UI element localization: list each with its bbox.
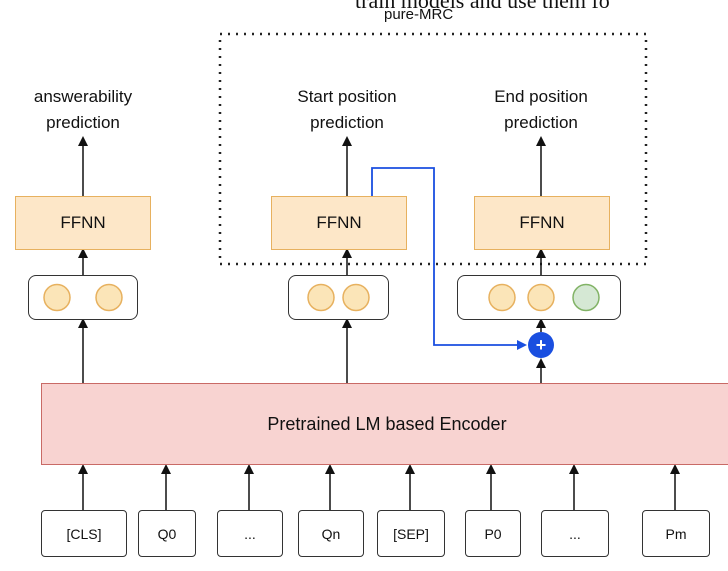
vector-cell	[43, 283, 71, 312]
end-title-line-2: prediction	[504, 113, 578, 132]
vector-cell	[95, 283, 123, 312]
vector-circles	[488, 283, 600, 312]
end-position-prediction-title: End position prediction	[456, 84, 626, 136]
token-ellipsis-1: ...	[217, 510, 283, 557]
pretrained-lm-encoder: Pretrained LM based Encoder	[41, 383, 728, 465]
token-sep: [SEP]	[377, 510, 445, 557]
token-p0: P0	[465, 510, 521, 557]
token-pm: Pm	[642, 510, 710, 557]
ffnn-end: FFNN	[474, 196, 610, 250]
vector-cell	[527, 283, 555, 312]
clipped-caption-text: train models and use them fo	[355, 0, 610, 13]
end-title-line-1: End position	[494, 87, 588, 106]
vector-cell	[307, 283, 335, 312]
answerability-prediction-title: answerability prediction	[3, 84, 163, 136]
token-qn: Qn	[298, 510, 364, 557]
ffnn-answerability: FFNN	[15, 196, 151, 250]
token-ellipsis-2: ...	[541, 510, 609, 557]
vector-cell	[488, 283, 516, 312]
vector-cell	[342, 283, 370, 312]
vector-circles	[43, 283, 123, 312]
blue-skip-connection	[371, 167, 527, 350]
start-position-prediction-title: Start position prediction	[262, 84, 432, 136]
hidden-vector-start	[288, 275, 389, 320]
ffnn-start: FFNN	[271, 196, 407, 250]
answerability-title-line-2: prediction	[46, 113, 120, 132]
vector-circles	[307, 283, 370, 312]
pure-mrc-label: pure-MRC	[384, 6, 454, 23]
token-q0: Q0	[138, 510, 196, 557]
start-title-line-1: Start position	[297, 87, 397, 106]
hidden-vector-answerability	[28, 275, 138, 320]
start-title-line-2: prediction	[310, 113, 384, 132]
add-operation-icon: +	[528, 332, 554, 358]
vector-cell	[572, 283, 600, 312]
hidden-vector-end	[457, 275, 621, 320]
answerability-title-line-1: answerability	[33, 87, 133, 106]
token-cls: [CLS]	[41, 510, 127, 557]
